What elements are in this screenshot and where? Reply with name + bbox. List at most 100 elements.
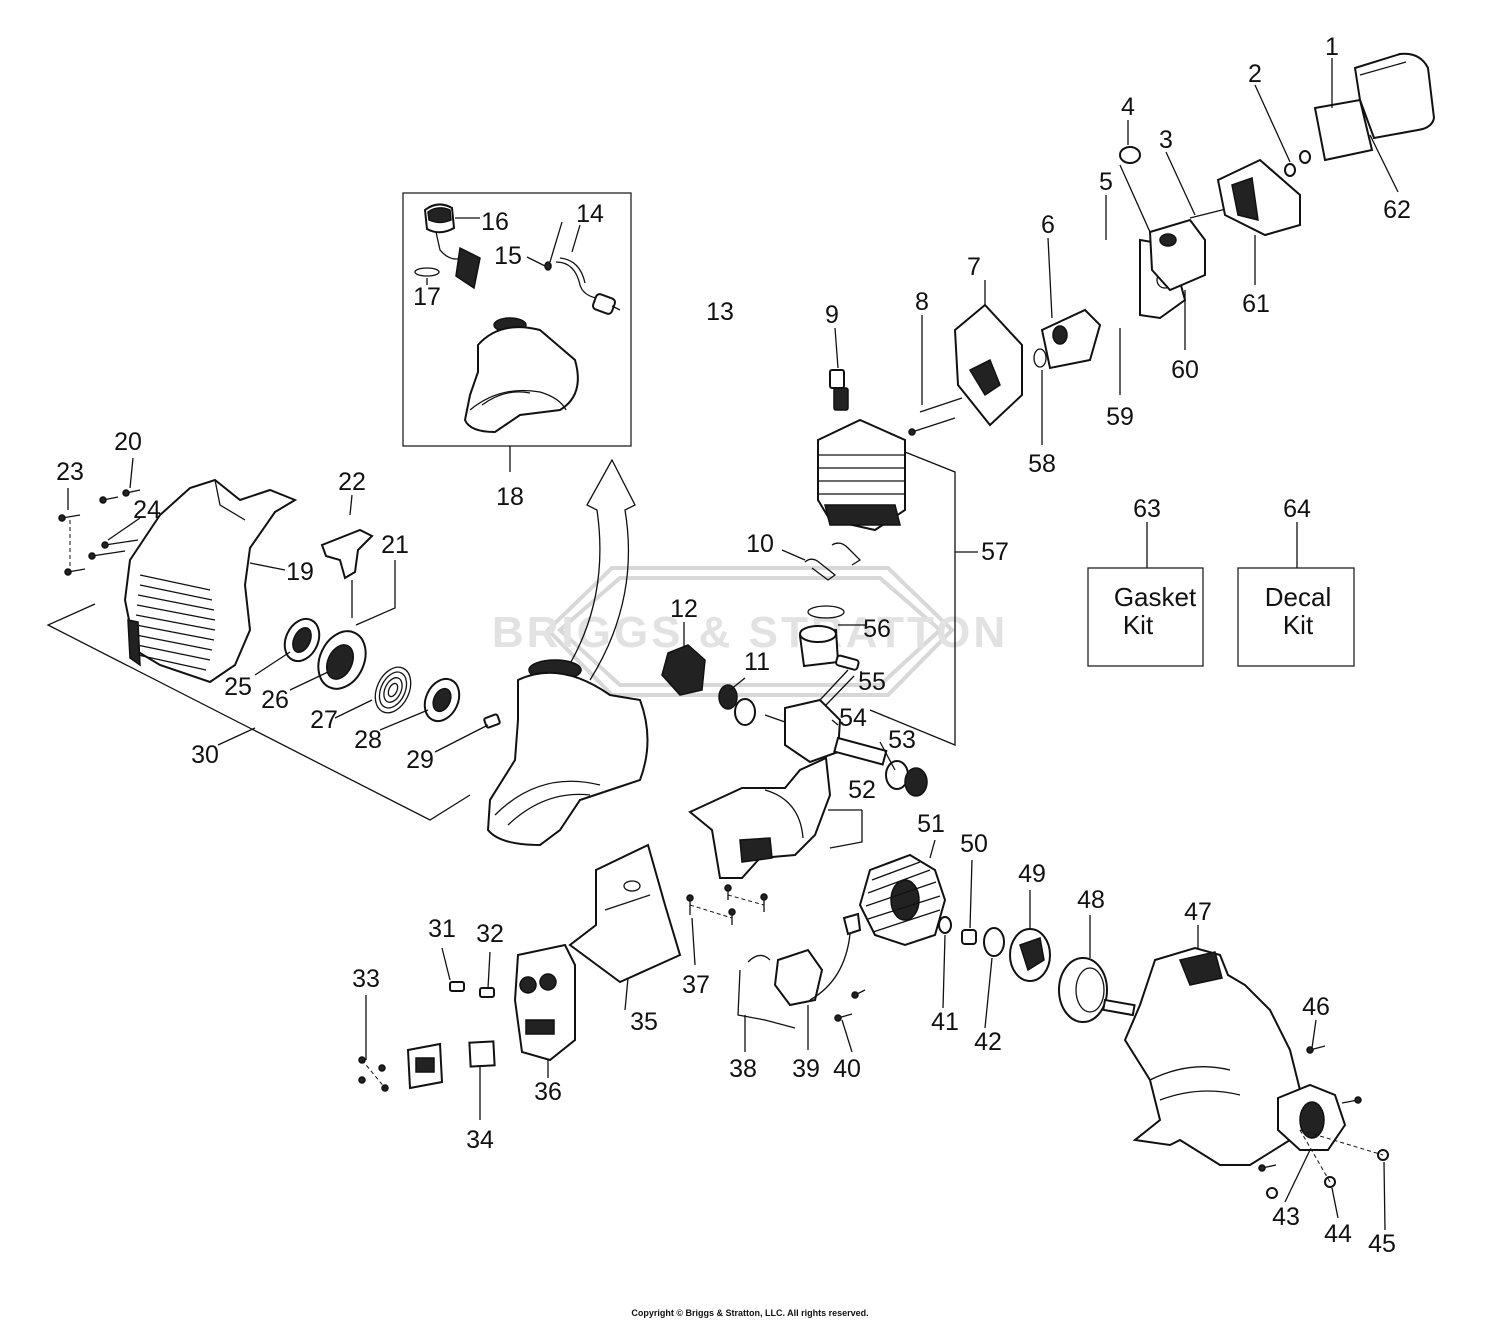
callout-38: 38 — [729, 1055, 757, 1083]
svg-text:Decal: Decal — [1265, 582, 1331, 612]
watermark-logo: BRIGGS & STRATTON — [492, 566, 1005, 697]
callout-6: 6 — [1041, 211, 1055, 239]
callout-39: 39 — [792, 1055, 820, 1083]
callout-18: 18 — [496, 483, 524, 511]
callout-12: 12 — [670, 595, 698, 623]
callout-54: 54 — [839, 704, 867, 732]
crankcase-screws — [686, 884, 768, 925]
callout-7: 7 — [967, 253, 981, 281]
callout-60: 60 — [1171, 356, 1199, 384]
muffler-screw — [449, 981, 465, 992]
starter-grille — [127, 574, 216, 671]
callout-20: 20 — [114, 428, 142, 456]
callout-35: 35 — [630, 1008, 658, 1036]
crankshaft-assembly — [718, 669, 928, 797]
spring-cover — [423, 677, 461, 723]
callout-2: 2 — [1248, 60, 1262, 88]
clutch-washer — [983, 927, 1005, 957]
callout-30: 30 — [191, 741, 219, 769]
callout-37: 37 — [682, 971, 710, 999]
copyright-notice: Copyright © Briggs & Stratton, LLC. All … — [631, 1308, 869, 1318]
callout-33: 33 — [352, 965, 380, 993]
clutch-housing — [1123, 946, 1347, 1166]
flywheel — [858, 853, 947, 947]
callout-49: 49 — [1018, 860, 1046, 888]
callout-labels: 1 2 3 4 5 6 7 8 9 10 11 12 13 14 15 16 1… — [56, 33, 1411, 1258]
callout-9: 9 — [825, 301, 839, 329]
fuel-tank-kit-inset — [402, 192, 632, 447]
callout-27: 27 — [310, 706, 338, 734]
coil-cover — [661, 644, 706, 696]
cylinder-bolts — [908, 397, 963, 436]
callout-28: 28 — [354, 726, 382, 754]
recoil-spring — [374, 666, 412, 714]
starter-handle — [320, 528, 374, 618]
fuel-line-fitting — [544, 261, 552, 271]
callout-4: 4 — [1121, 93, 1135, 121]
callout-14: 14 — [576, 200, 604, 228]
starter-housing — [123, 478, 298, 684]
fuel-tank-small — [463, 317, 579, 434]
callout-34: 34 — [466, 1126, 494, 1154]
air-filter-base — [1216, 158, 1301, 237]
callout-58: 58 — [1028, 450, 1056, 478]
muffler — [513, 943, 576, 1062]
heat-shield — [953, 303, 1023, 427]
callout-17: 17 — [413, 283, 441, 311]
crankcase — [688, 756, 832, 879]
clutch — [1009, 928, 1051, 982]
callout-59: 59 — [1106, 403, 1134, 431]
flywheel-washer — [938, 916, 952, 934]
air-filter-element — [1313, 98, 1374, 162]
callout-21: 21 — [381, 531, 409, 559]
leader-lines — [67, 58, 1399, 1231]
callout-10: 10 — [746, 530, 774, 558]
callout-32: 32 — [476, 920, 504, 948]
clutch-spacer — [961, 929, 977, 945]
heat-plate — [568, 843, 682, 984]
starter-pulley — [317, 630, 367, 690]
callout-41: 41 — [931, 1008, 959, 1036]
spark-arrestor — [358, 1042, 444, 1092]
decal-kit-box: Decal Kit — [1237, 567, 1355, 667]
callout-22: 22 — [338, 468, 366, 496]
air-filter-cover — [1353, 52, 1436, 140]
piston — [798, 605, 860, 671]
o-ring-17 — [414, 267, 440, 277]
housing-screws — [58, 489, 141, 576]
arrestor-screen — [468, 1040, 496, 1068]
clutch-drum — [1058, 957, 1136, 1023]
callout-52: 52 — [848, 776, 876, 804]
callout-64: 64 — [1283, 495, 1311, 523]
callout-50: 50 — [960, 830, 988, 858]
callout-8: 8 — [915, 288, 929, 316]
callout-56: 56 — [863, 615, 891, 643]
callout-25: 25 — [224, 673, 252, 701]
callout-16: 16 — [481, 208, 509, 236]
recoil-spring-cup — [283, 617, 321, 663]
ignition-module — [737, 912, 862, 1029]
spark-plug — [829, 369, 849, 411]
callout-53: 53 — [888, 726, 916, 754]
callout-3: 3 — [1159, 126, 1173, 154]
callout-29: 29 — [406, 746, 434, 774]
callout-23: 23 — [56, 458, 84, 486]
piston-clips — [804, 542, 862, 581]
gasket-kit-box: Gasket Kit — [1087, 567, 1204, 667]
callout-48: 48 — [1077, 886, 1105, 914]
callout-36: 36 — [534, 1078, 562, 1106]
callout-63: 63 — [1133, 495, 1161, 523]
svg-text:Kit: Kit — [1123, 610, 1154, 640]
housing-bolts — [1258, 1045, 1389, 1199]
curved-arrow — [564, 458, 636, 681]
callout-13: 13 — [706, 298, 734, 326]
callout-45: 45 — [1368, 1230, 1396, 1258]
callout-1: 1 — [1325, 33, 1339, 61]
callout-55: 55 — [858, 668, 886, 696]
callout-19: 19 — [286, 558, 314, 586]
fuel-cap — [423, 203, 481, 290]
svg-text:Kit: Kit — [1283, 610, 1314, 640]
callout-15: 15 — [494, 242, 522, 270]
filter-washer — [1284, 163, 1296, 177]
